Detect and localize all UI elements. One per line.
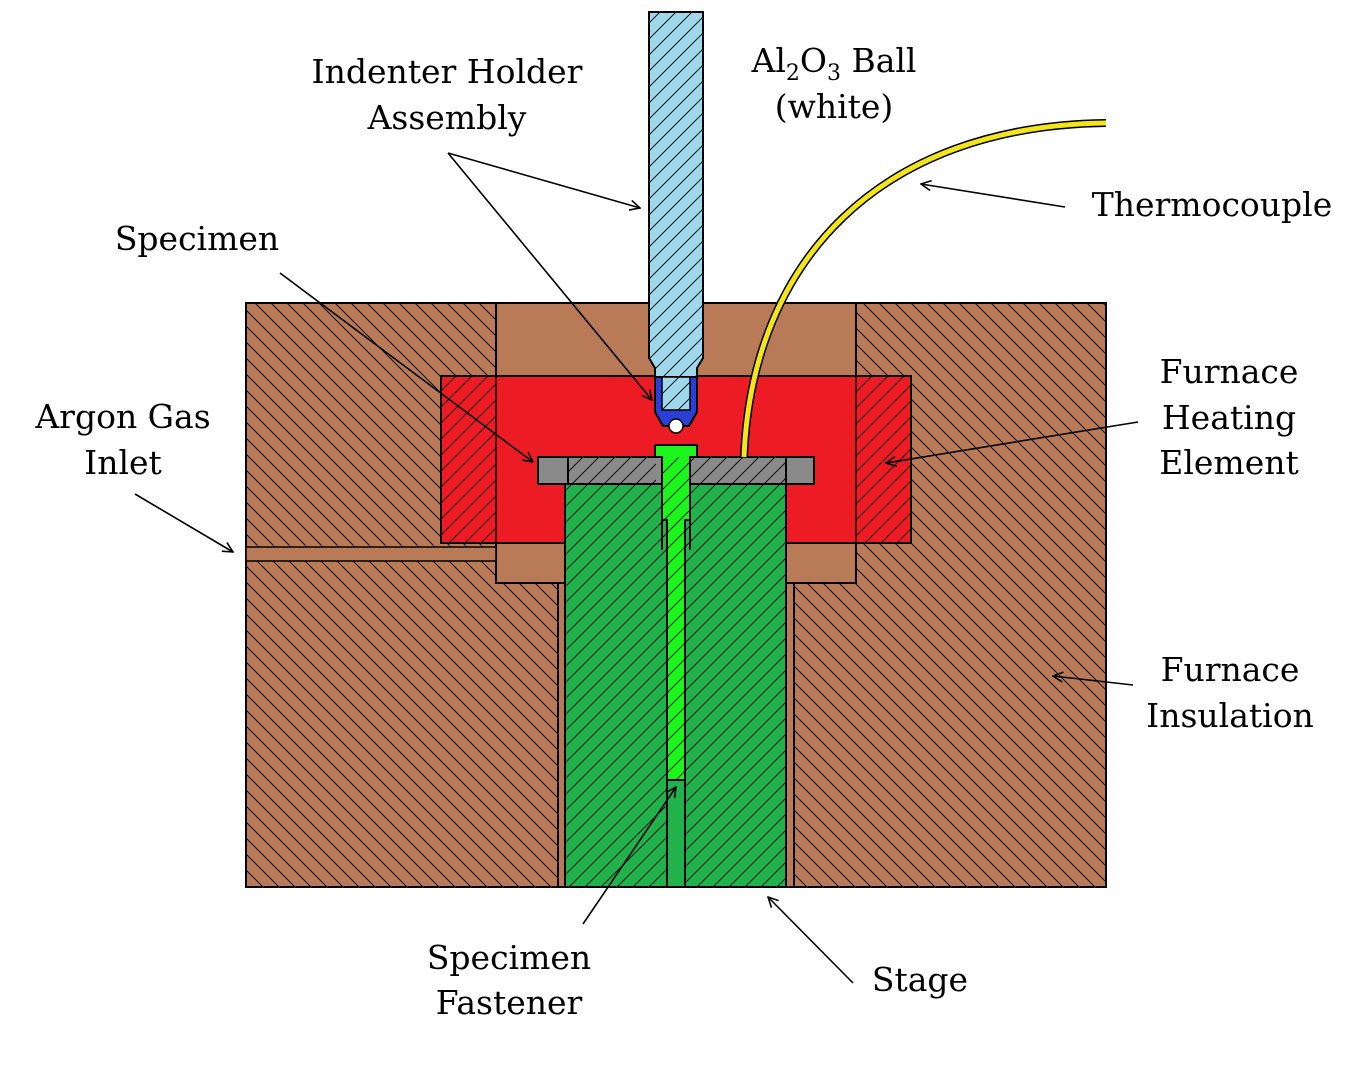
label-heating-line3: Element [1159, 443, 1299, 482]
label-argon-line2: Inlet [84, 443, 162, 482]
heater-hatch-right [855, 375, 912, 544]
pointer-insulation [1053, 676, 1134, 686]
argon-gas-channel [245, 546, 497, 562]
specimen-hatch-left [568, 457, 656, 484]
specimen-fastener [654, 444, 698, 781]
holder-rod-hatch [649, 12, 703, 377]
ball-icon [668, 418, 684, 434]
pointer-indenter-rod [447, 152, 640, 208]
label-insulation-line2: Insulation [1146, 696, 1314, 735]
label-heating-line2: Heating [1162, 398, 1296, 437]
insulation-hatch-left-lower [246, 561, 558, 887]
label-ball: Al2O3 Ball [751, 41, 917, 86]
specimen [537, 456, 815, 485]
heater-hatch-left [440, 375, 497, 544]
label-indenter-line1: Indenter Holder [312, 52, 583, 91]
specimen-hatch-right [690, 457, 786, 484]
insulation-hatch-right-lower [794, 583, 1106, 887]
labels: Al2O3 Ball (white) Indenter Holder Assem… [34, 41, 1332, 1022]
holder-tip-hatch-lines [662, 377, 690, 410]
thermocouple [740, 119, 1107, 458]
label-fastener-line2: Fastener [436, 983, 583, 1022]
pointer-indenter-cup [447, 152, 652, 400]
label-thermocouple: Thermocouple [1092, 185, 1333, 224]
label-ball-note: (white) [775, 87, 894, 126]
pointer-heating [886, 421, 1139, 463]
pointer-thermocouple [921, 184, 1066, 208]
indenter-holder-assembly [648, 11, 704, 434]
label-specimen: Specimen [115, 219, 279, 258]
pointer-fastener [582, 787, 676, 925]
pointers [134, 152, 1139, 984]
pointer-specimen [279, 272, 533, 462]
pointer-argon [134, 493, 233, 552]
label-argon-line1: Argon Gas [34, 397, 210, 436]
thermocouple-wire [741, 120, 1107, 458]
label-fastener-line1: Specimen [427, 938, 591, 977]
label-stage: Stage [872, 960, 968, 999]
fastener-hatch [662, 457, 690, 780]
pointer-stage [768, 897, 854, 984]
label-insulation-line1: Furnace [1161, 650, 1300, 689]
label-indenter-line2: Assembly [367, 98, 527, 137]
label-heating-line1: Furnace [1160, 352, 1299, 391]
